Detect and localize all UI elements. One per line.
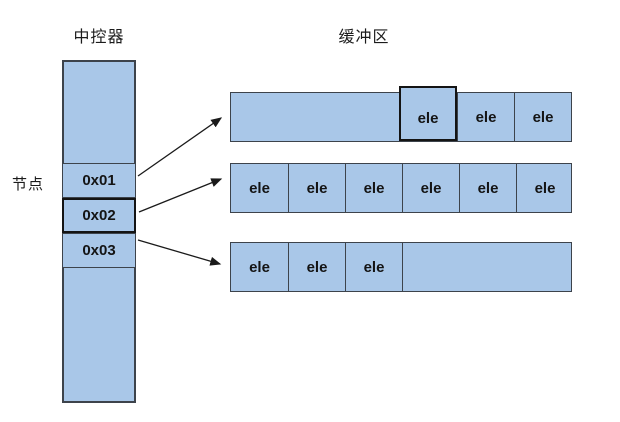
buffer-cell: ele [249, 179, 270, 197]
buffer-cell: ele [459, 164, 516, 212]
controller-cell-0x03: 0x03 [62, 233, 136, 268]
buffer-cell: ele [516, 164, 573, 212]
node-label: 节点 [12, 176, 45, 193]
buffer-row-1: ele ele ele [230, 86, 572, 142]
buffer-cell: ele [288, 243, 345, 291]
buffer-row-3: ele ele ele [230, 242, 572, 292]
buffer-title: 缓冲区 [338, 29, 390, 46]
buffer-cell-empty [231, 93, 399, 141]
buffer-cell-highlighted: ele [399, 86, 457, 141]
arrow-0x02-to-buffer-2 [138, 178, 223, 213]
controller-cell-0x02: 0x02 [62, 198, 136, 233]
buffer-cell: ele [514, 93, 571, 141]
controller-box: 0x01 0x02 0x03 [62, 60, 136, 403]
buffer-cell: ele [402, 164, 459, 212]
buffer-cell-empty [402, 243, 571, 291]
buffer-row-2: ele ele ele ele ele ele [230, 163, 572, 213]
arrow-0x01-to-buffer-1 [137, 117, 223, 177]
controller-cell-0x01: 0x01 [62, 163, 136, 198]
buffer-cell: ele [288, 164, 345, 212]
arrow-0x03-to-buffer-3 [137, 239, 222, 266]
buffer-cell: ele [345, 243, 402, 291]
buffer-cell: ele [345, 164, 402, 212]
buffer-cell: ele [457, 93, 514, 141]
controller-title: 中控器 [73, 29, 125, 46]
buffer-cell: ele [249, 258, 270, 276]
